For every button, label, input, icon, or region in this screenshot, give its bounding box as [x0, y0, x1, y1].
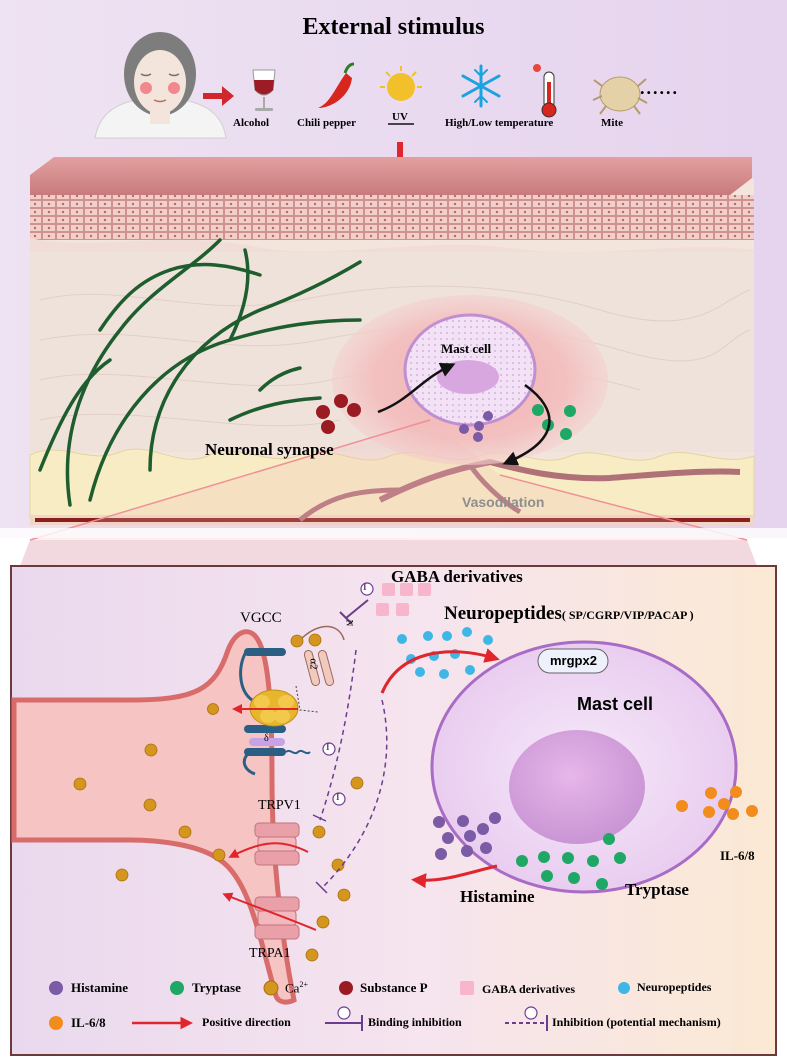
legend-substance-p: Substance P [360, 980, 428, 995]
inhibit-symbol-vgcc: I [326, 742, 330, 752]
neuropeptide-arrow [380, 648, 500, 694]
chili-pepper-icon [318, 62, 355, 108]
neuropeptide-dots [397, 627, 493, 679]
stimulus-mite: Mite [601, 117, 623, 129]
trpv1-channel [254, 822, 300, 866]
histamine-label: Histamine [460, 887, 535, 906]
histamine-arrow [411, 864, 498, 889]
bottom-mast-cell-label: Mast cell [577, 694, 654, 714]
n-terminus-label: N [344, 619, 355, 627]
potential-inhibition-lines [319, 649, 388, 889]
il-cluster [676, 786, 758, 820]
neuropeptides-name: Neuropeptides [444, 603, 562, 624]
substance-p-dots [316, 394, 361, 434]
legend-calcium-charge: 2+ [299, 980, 308, 989]
legend-gaba-square [460, 981, 474, 995]
vgcc-label: VGCC [240, 610, 282, 626]
il-label: IL-6/8 [720, 848, 755, 863]
wine-glass-icon [252, 69, 276, 111]
neuropeptide-types: ( SP/CGRP/VIP/PACAP ) [561, 608, 694, 622]
trpa1-label: TRPA1 [249, 946, 291, 961]
legend-inhibition-circle [524, 1006, 538, 1020]
trpa1-channel [254, 896, 300, 940]
mrgpx2-receptor [537, 648, 609, 674]
figure-title: External stimulus [302, 14, 485, 40]
neuron-terminal [11, 629, 297, 1005]
bottom-mast-cell-nucleus [509, 730, 645, 844]
legend-calcium: Ca2+ [285, 980, 308, 996]
gaba-binding-inhibition [339, 599, 369, 625]
patient-face-icon [94, 32, 227, 139]
gaba-label: GABA derivatives [391, 567, 523, 586]
legend-calcium-text: Ca [285, 980, 300, 996]
legend-tryptase: Tryptase [192, 980, 241, 995]
legend-binding-circle [337, 1006, 351, 1020]
legend-tryptase-dot [170, 981, 184, 995]
tryptase-label: Tryptase [625, 880, 689, 899]
top-mast-cell-label: Mast cell [441, 341, 492, 356]
snowflake-icon [461, 64, 501, 108]
calcium-ions [73, 633, 364, 962]
sun-icon [380, 66, 422, 101]
inhibit-circle-icons [322, 582, 374, 806]
legend-histamine: Histamine [71, 980, 129, 995]
top-histamine-dots [459, 411, 493, 442]
legend-il: IL-6/8 [71, 1015, 106, 1030]
legend-neuropeptides: Neuropeptides [637, 980, 712, 994]
black-arrow-to-mast-cell [377, 363, 456, 414]
tryptase-cluster [516, 833, 626, 890]
trpv1-label: TRPV1 [258, 798, 301, 813]
legend-gaba: GABA derivatives [482, 982, 575, 996]
inhibition-ends [312, 814, 328, 894]
vasodilation-label: Vasodilation [462, 494, 545, 510]
legend-neuropeptide-dot [618, 982, 630, 994]
legend-il-dot [49, 1016, 63, 1030]
stimulus-uv: UV [392, 111, 408, 123]
mite-icon [592, 76, 648, 115]
inhibit-symbol-trp: I [336, 792, 340, 802]
legend-substance-p-dot [339, 981, 353, 995]
calcium-influx-arrows [222, 704, 317, 931]
legend-inhibition: Inhibition (potential mechanism) [552, 1015, 721, 1029]
stimulus-alcohol: Alcohol [233, 117, 270, 129]
vgcc-channel [239, 625, 345, 776]
mrgpx2-label: mrgpx2 [550, 653, 597, 668]
inhibit-symbol-gaba: I [363, 582, 367, 592]
legend-calcium-dot [263, 980, 279, 996]
stimulus-arrow-icon [203, 86, 234, 106]
stimulus-temperature: High/Low temperature [445, 117, 554, 129]
alpha2-label: α2 [307, 658, 320, 670]
stimulus-chili-pepper: Chili pepper [297, 117, 356, 129]
zoom-connector [20, 540, 757, 566]
histamine-cluster [433, 812, 501, 860]
legend-binding: Binding inhibition [368, 1015, 462, 1029]
legend-histamine-dot [49, 981, 63, 995]
top-mast-cell-nucleus [437, 360, 499, 394]
gaba-squares [376, 583, 431, 616]
delta-label: δ [264, 733, 269, 744]
nerve-fibers [38, 238, 362, 507]
legend-symbols [49, 980, 630, 1031]
stimulus-trail: ...... [640, 78, 679, 98]
black-arrow-to-vessel [502, 383, 551, 466]
thermometer-icon [533, 64, 557, 118]
neuronal-synapse-label: Neuronal synapse [205, 440, 334, 459]
legend-positive: Positive direction [202, 1015, 291, 1029]
neuropeptides-label: Neuropeptides( SP/CGRP/VIP/PACAP ) [444, 603, 694, 625]
